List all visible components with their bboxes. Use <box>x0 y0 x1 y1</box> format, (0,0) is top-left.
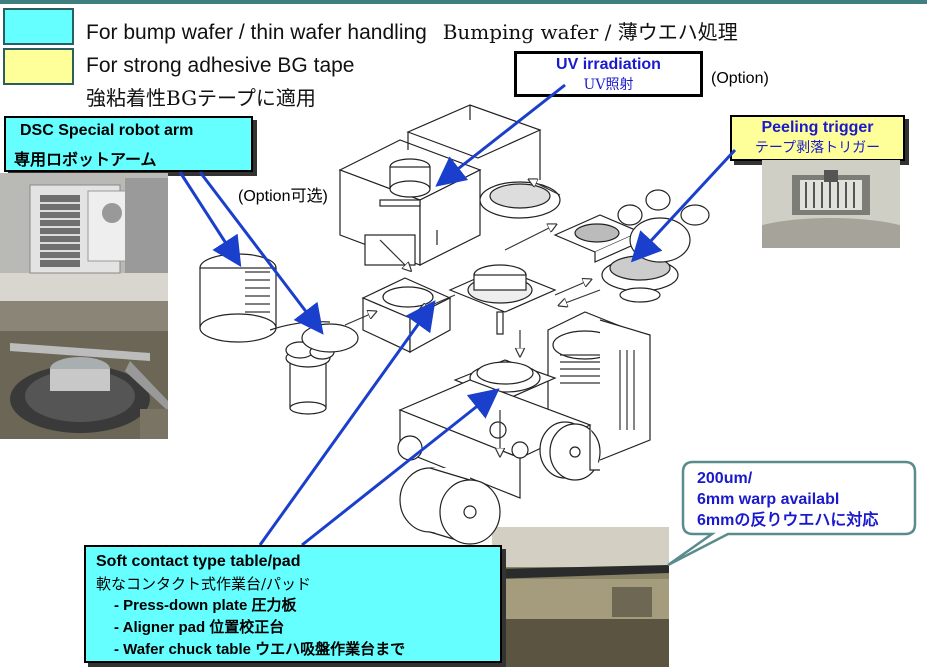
soft-contact-title: Soft contact type table/pad <box>96 551 500 573</box>
chuck-table-drawing <box>450 265 555 334</box>
robot-arm-drawing <box>286 324 358 414</box>
soft-contact-item-2: - Aligner pad 位置校正台 <box>96 617 500 639</box>
soft-contact-item-3: - Wafer chuck table ウエハ吸盤作業台まで <box>96 639 500 661</box>
soft-contact-item-1: - Press-down plate 圧力板 <box>96 595 500 617</box>
soft-contact-subtitle: 軟なコンタクト式作業台/パッド <box>96 573 500 595</box>
uv-unit-drawing <box>340 140 480 265</box>
warp-line-2: 6mm warp availabl <box>697 489 878 510</box>
warp-bubble-text: 200um/ 6mm warp availabl 6mmの反りウエハに対応 <box>697 468 878 531</box>
soft-contact-callout: Soft contact type table/pad 軟なコンタクト式作業台/… <box>84 545 502 663</box>
warp-line-3: 6mmの反りウエハに対応 <box>697 510 878 531</box>
warp-line-1: 200um/ <box>697 468 878 489</box>
wafer-cassette-left <box>200 254 276 342</box>
